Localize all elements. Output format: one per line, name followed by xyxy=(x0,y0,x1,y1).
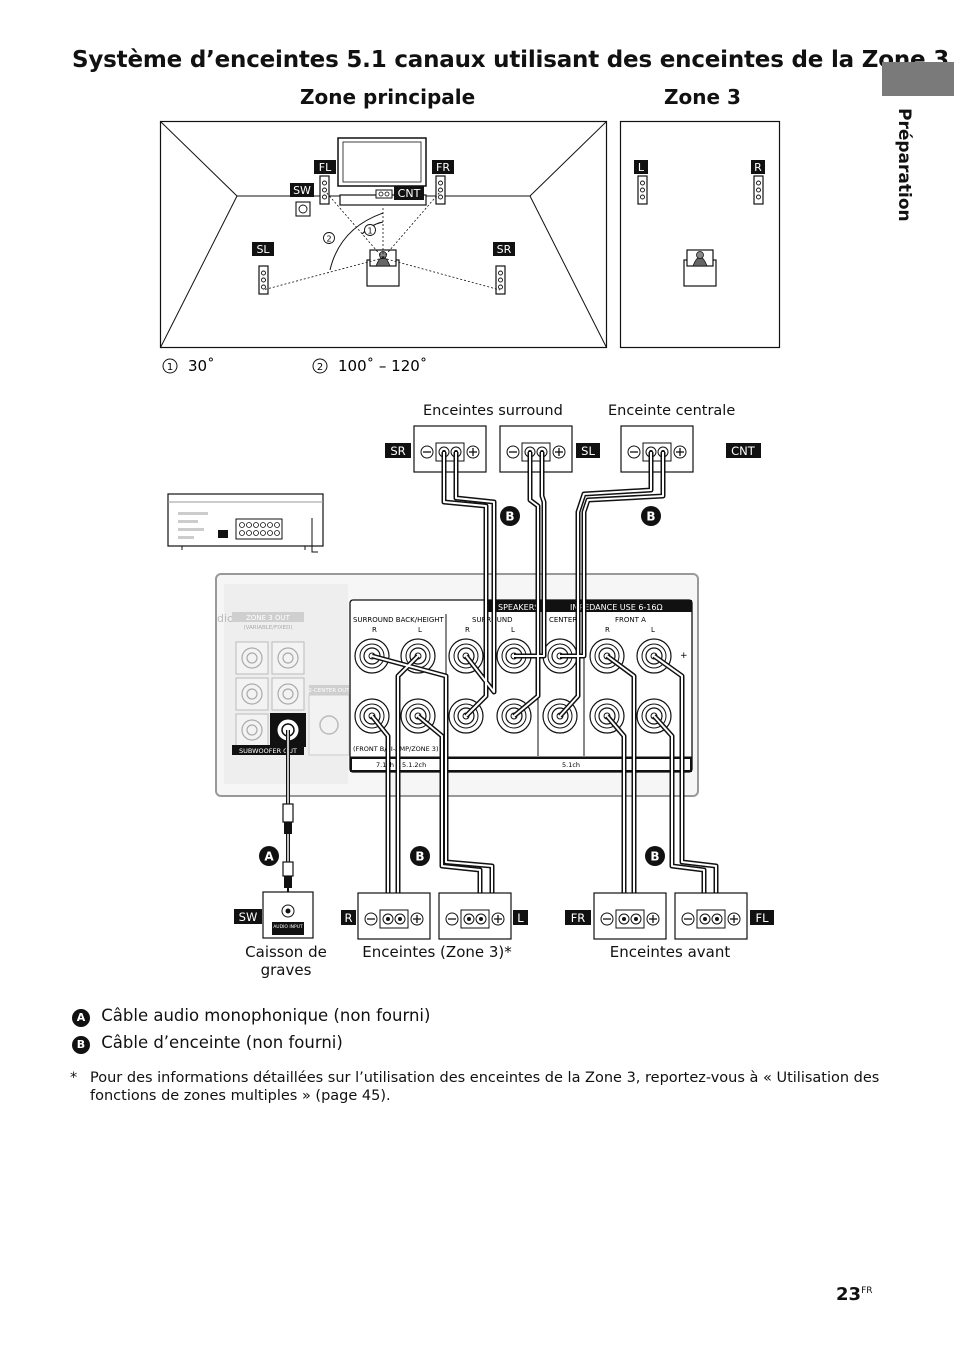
legend-angle-marker-2: 2 xyxy=(317,362,323,373)
ch512-label: 5.1.2ch xyxy=(402,761,426,769)
main-zone-room: FL FR SW CNT SL SR 1 2 xyxy=(159,120,608,349)
sl-tag: SL xyxy=(256,243,270,256)
cable-b-marker: B xyxy=(646,510,655,524)
angle-marker-1: 1 xyxy=(367,227,372,236)
impedance-label: IMPEDANCE USE 6-16Ω xyxy=(570,603,663,612)
surround-back-height-label: SURROUND BACK/HEIGHT xyxy=(353,616,445,624)
zone3-right-speaker-terminal xyxy=(357,892,431,940)
receiver-front-icon xyxy=(167,493,324,553)
center-out-label: 2-CENTER OUT xyxy=(308,688,350,694)
front-left-speaker-icon xyxy=(319,175,330,205)
angle-marker-2: 2 xyxy=(326,235,331,244)
sr-tag: SR xyxy=(497,243,512,256)
subwoofer-out-label: SUBWOOFER OUT xyxy=(239,747,297,755)
legend-a-text: Câble audio monophonique (non fourni) xyxy=(101,1006,431,1025)
ch51-label: 5.1ch xyxy=(562,761,580,769)
legend-angle-marker-1: 1 xyxy=(167,362,173,373)
sw-tag: SW xyxy=(293,184,311,197)
front-right-speaker-icon xyxy=(435,175,446,205)
fl-tag: FL xyxy=(319,161,332,174)
cable-a-marker: A xyxy=(264,850,274,864)
section-tab xyxy=(882,62,954,96)
audio-label: dio xyxy=(217,612,234,625)
main-zone-heading: Zone principale xyxy=(300,85,476,109)
zone3-caption: Enceintes (Zone 3)* xyxy=(362,943,512,961)
surround-right-speaker-terminal xyxy=(413,425,487,473)
legend-cable-a: A Câble audio monophonique (non fourni) xyxy=(72,1006,430,1027)
zone3-out-label: ZONE 3 OUT xyxy=(246,614,291,622)
zone3-left-speaker-icon xyxy=(637,175,648,205)
center-label: CENTER xyxy=(549,616,577,624)
wiring-r-tag: R xyxy=(345,911,353,925)
surround-left-speaker-terminal xyxy=(499,425,573,473)
center-caption: Enceinte centrale xyxy=(608,403,736,419)
terminal-r-label: R xyxy=(372,626,377,634)
cnt-tag: CNT xyxy=(398,187,421,200)
legend-cable-b: B Câble d’enceinte (non fourni) xyxy=(72,1033,343,1054)
fr-tag: FR xyxy=(436,161,450,174)
room-layout-diagram: FL FR SW CNT SL SR 1 2 L R 1 30˚ 2 100˚ … xyxy=(159,120,781,375)
terminal-plus-label: + xyxy=(680,651,688,661)
wiring-fr-tag: FR xyxy=(571,911,586,925)
terminal-r-label: R xyxy=(465,626,470,634)
front-right-speaker-terminal xyxy=(593,892,667,940)
subwoofer-audio-cable xyxy=(282,730,294,898)
terminal-l-label: L xyxy=(418,626,422,634)
page-title: Système d’enceintes 5.1 canaux utilisant… xyxy=(72,47,950,73)
zone3-room: L R xyxy=(619,120,781,349)
surround-right-speaker-icon xyxy=(495,265,506,295)
surround-left-speaker-icon xyxy=(258,265,269,295)
terminal-l-label: L xyxy=(651,626,655,634)
audio-input-label: AUDIO INPUT xyxy=(273,924,303,930)
center-speaker-icon xyxy=(375,189,393,199)
angle-2-value: 100˚ – 120˚ xyxy=(338,357,427,375)
zone3-left-speaker-terminal xyxy=(438,892,512,940)
speakers-header: SPEAKERS xyxy=(498,603,539,612)
subwoofer-caption: Caisson de graves xyxy=(245,943,327,979)
wiring-cnt-tag: CNT xyxy=(731,444,756,458)
front-caption: Enceintes avant xyxy=(609,943,731,961)
wiring-diagram: SR SL CNT B B dio ZONE 3 OUT (VARIABLE/F… xyxy=(167,425,774,940)
speaker-cables xyxy=(370,452,719,920)
cable-b-marker: B xyxy=(415,850,424,864)
page-number: 23FR xyxy=(836,1284,873,1305)
wiring-fl-tag: FL xyxy=(755,911,769,925)
wiring-sl-tag: SL xyxy=(581,444,595,458)
tv-icon xyxy=(337,137,427,206)
cable-b-marker: B xyxy=(650,850,659,864)
front-left-speaker-terminal xyxy=(674,892,748,940)
legend-b-text: Câble d’enceinte (non fourni) xyxy=(101,1033,343,1052)
front-a-label: FRONT A xyxy=(615,616,646,624)
zone3-l-tag: L xyxy=(638,161,645,174)
zone3-heading: Zone 3 xyxy=(664,85,741,109)
zone3-right-speaker-icon xyxy=(753,175,764,205)
variable-fixed-label: (VARIABLE/FIXED) xyxy=(243,625,292,631)
surround-caption: Enceintes surround xyxy=(423,403,563,419)
ch71-label: 7.1ch xyxy=(376,761,394,769)
legend-b-badge: B xyxy=(72,1036,90,1054)
terminal-r-label: R xyxy=(605,626,610,634)
cable-b-marker: B xyxy=(505,510,514,524)
legend-a-badge: A xyxy=(72,1009,90,1027)
terminal-l-label: L xyxy=(511,626,515,634)
footnote-text: Pour des informations détaillées sur l’u… xyxy=(90,1070,880,1104)
wiring-l-tag: L xyxy=(517,911,524,925)
wiring-sw-tag: SW xyxy=(239,910,258,924)
center-speaker-terminal xyxy=(620,425,694,473)
footnote-marker: * xyxy=(70,1070,78,1086)
subwoofer-input-box: AUDIO INPUT xyxy=(262,891,314,939)
wiring-sr-tag: SR xyxy=(390,444,405,458)
subwoofer-icon xyxy=(295,201,311,217)
zone3-r-tag: R xyxy=(754,161,762,174)
listener-armchair-icon xyxy=(366,249,400,287)
angle-1-value: 30˚ xyxy=(188,357,215,375)
zone3-armchair-icon xyxy=(683,249,717,287)
